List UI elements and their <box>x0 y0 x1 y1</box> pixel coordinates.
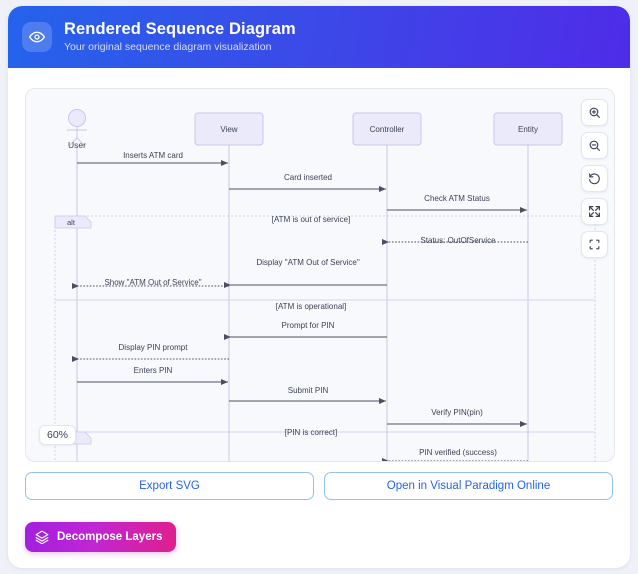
message-label-verify-pin: Verify PIN(pin) <box>431 408 483 417</box>
message-label-display-pin-prompt: Display PIN prompt <box>119 343 189 352</box>
zoom-toolbar <box>581 99 608 258</box>
guard-labels: [ATM is out of service] [ATM is operatio… <box>272 215 351 437</box>
actor-user: User <box>67 109 87 150</box>
fit-content-button[interactable] <box>581 231 608 258</box>
message-label-submit-pin: Submit PIN <box>288 386 329 395</box>
guard-atm-operational: [ATM is operational] <box>276 302 347 311</box>
participant-controller: Controller <box>352 112 422 146</box>
open-visual-paradigm-button[interactable]: Open in Visual Paradigm Online <box>324 472 613 500</box>
action-button-row: Export SVG Open in Visual Paradigm Onlin… <box>25 472 613 500</box>
actor-label-user: User <box>68 140 86 150</box>
zoom-out-button[interactable] <box>581 132 608 159</box>
page-subtitle: Your original sequence diagram visualiza… <box>64 41 272 54</box>
guard-atm-out-of-service: [ATM is out of service] <box>272 215 351 224</box>
message-labels: Inserts ATM card Card inserted Check ATM… <box>104 151 497 457</box>
messages <box>72 160 528 461</box>
participant-entity: Entity <box>493 112 563 146</box>
guard-pin-correct: [PIN is correct] <box>285 428 337 437</box>
zoom-in-icon <box>589 107 600 118</box>
message-label-check-atm-status: Check ATM Status <box>424 194 490 203</box>
frame-icon <box>589 239 600 250</box>
lifelines <box>76 145 529 461</box>
participant-label-entity: Entity <box>518 125 538 134</box>
participant-label-view: View <box>220 125 237 134</box>
export-svg-button[interactable]: Export SVG <box>25 472 314 500</box>
message-label-status-outofservice: Status: OutOfService <box>420 236 496 245</box>
reset-view-button[interactable] <box>581 165 608 192</box>
diagram-canvas[interactable]: User View Controller Entity <box>25 88 615 462</box>
participant-label-controller: Controller <box>370 125 405 134</box>
participant-view: View <box>194 112 264 146</box>
zoom-in-button[interactable] <box>581 99 608 126</box>
decompose-layers-button[interactable]: Decompose Layers <box>25 522 177 552</box>
message-label-prompt-for-pin: Prompt for PIN <box>282 321 335 330</box>
header-text-group: Rendered Sequence Diagram Your original … <box>64 20 296 53</box>
eye-icon <box>22 22 52 52</box>
fragment-label-alt-1: alt <box>67 218 76 227</box>
page-title: Rendered Sequence Diagram <box>64 20 296 39</box>
fit-screen-button[interactable] <box>581 198 608 225</box>
panel-header: Rendered Sequence Diagram Your original … <box>8 6 630 68</box>
zoom-level-badge: 60% <box>39 425 77 445</box>
zoom-out-icon <box>589 140 600 151</box>
message-label-card-inserted: Card inserted <box>284 173 332 182</box>
message-label-inserts-atm-card: Inserts ATM card <box>123 151 183 160</box>
message-label-show-atm-out-of-service: Show "ATM Out of Service" <box>104 278 201 287</box>
layers-icon <box>35 530 49 544</box>
decompose-layers-label: Decompose Layers <box>57 531 163 543</box>
expand-icon <box>589 206 600 217</box>
reset-icon <box>589 173 600 185</box>
message-label-pin-verified: PIN verified (success) <box>419 448 497 457</box>
sequence-diagram-svg: User View Controller Entity <box>54 109 596 461</box>
panel-card: Rendered Sequence Diagram Your original … <box>8 6 630 568</box>
message-label-enters-pin: Enters PIN <box>134 366 173 375</box>
message-label-display-atm-out-of-service: Display "ATM Out of Service" <box>256 258 359 267</box>
